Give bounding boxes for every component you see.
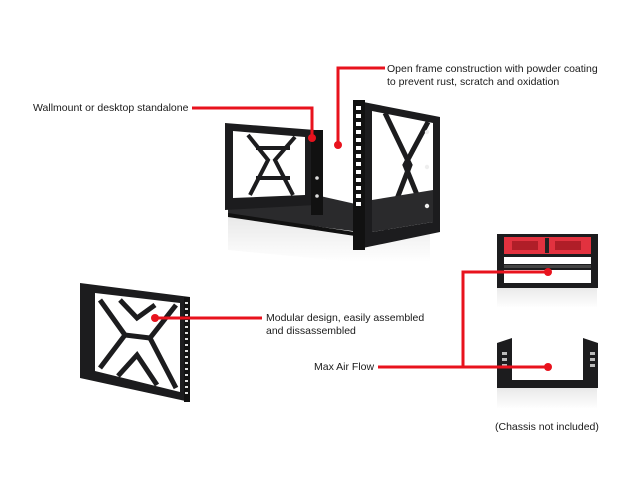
main-rack-image: [225, 100, 440, 262]
chassis-note: (Chassis not included): [495, 421, 599, 433]
callout-lines: [155, 66, 548, 369]
side-panel-image: [80, 283, 190, 402]
callout-max-air-flow: Max Air Flow: [314, 361, 375, 373]
callout-open-frame-line1: Open frame construction with powder coat…: [387, 63, 598, 75]
callout-open-frame: Open frame construction with powder coat…: [387, 63, 598, 89]
callout-modular: Modular design, easily assembled and dis…: [266, 312, 424, 338]
empty-rack-image: [497, 338, 598, 409]
callout-open-frame-line2: to prevent rust, scratch and oxidation: [387, 76, 560, 88]
callout-modular-line1: Modular design, easily assembled: [266, 312, 425, 324]
rack-with-chassis-image: [497, 234, 598, 308]
callout-wallmount: Wallmount or desktop standalone: [33, 102, 189, 114]
callout-modular-line2: and dissassembled: [266, 325, 356, 337]
